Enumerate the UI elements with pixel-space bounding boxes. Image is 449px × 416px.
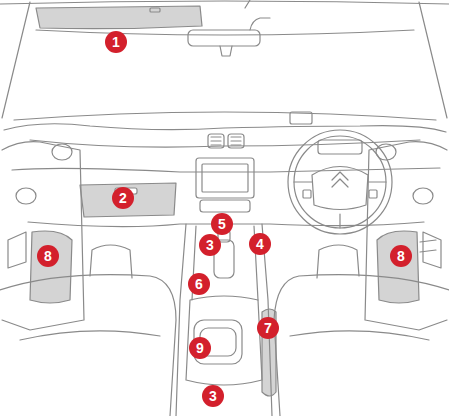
callout-text: 8 bbox=[44, 249, 52, 263]
callout-text: 1 bbox=[112, 35, 120, 49]
callout-text: 6 bbox=[195, 277, 203, 291]
callout-text: 8 bbox=[397, 249, 405, 263]
callout-number: 1 bbox=[105, 31, 127, 53]
callout-text: 9 bbox=[196, 341, 204, 355]
callout-number: 5 bbox=[211, 213, 233, 235]
callout-text: 7 bbox=[264, 321, 272, 335]
callout-text: 4 bbox=[256, 237, 264, 251]
callout-number: 7 bbox=[257, 317, 279, 339]
callout-number: 3 bbox=[202, 385, 224, 407]
callout-text: 3 bbox=[206, 238, 214, 252]
callout-number: 6 bbox=[188, 273, 210, 295]
callout-text: 5 bbox=[218, 217, 226, 231]
callout-number: 4 bbox=[249, 233, 271, 255]
callout-number: 8 bbox=[390, 245, 412, 267]
callout-number: 9 bbox=[189, 337, 211, 359]
callout-number: 8 bbox=[37, 245, 59, 267]
callout-number: 2 bbox=[112, 187, 134, 209]
callout-number: 3 bbox=[199, 234, 221, 256]
callout-text: 3 bbox=[209, 389, 217, 403]
callout-text: 2 bbox=[119, 191, 127, 205]
